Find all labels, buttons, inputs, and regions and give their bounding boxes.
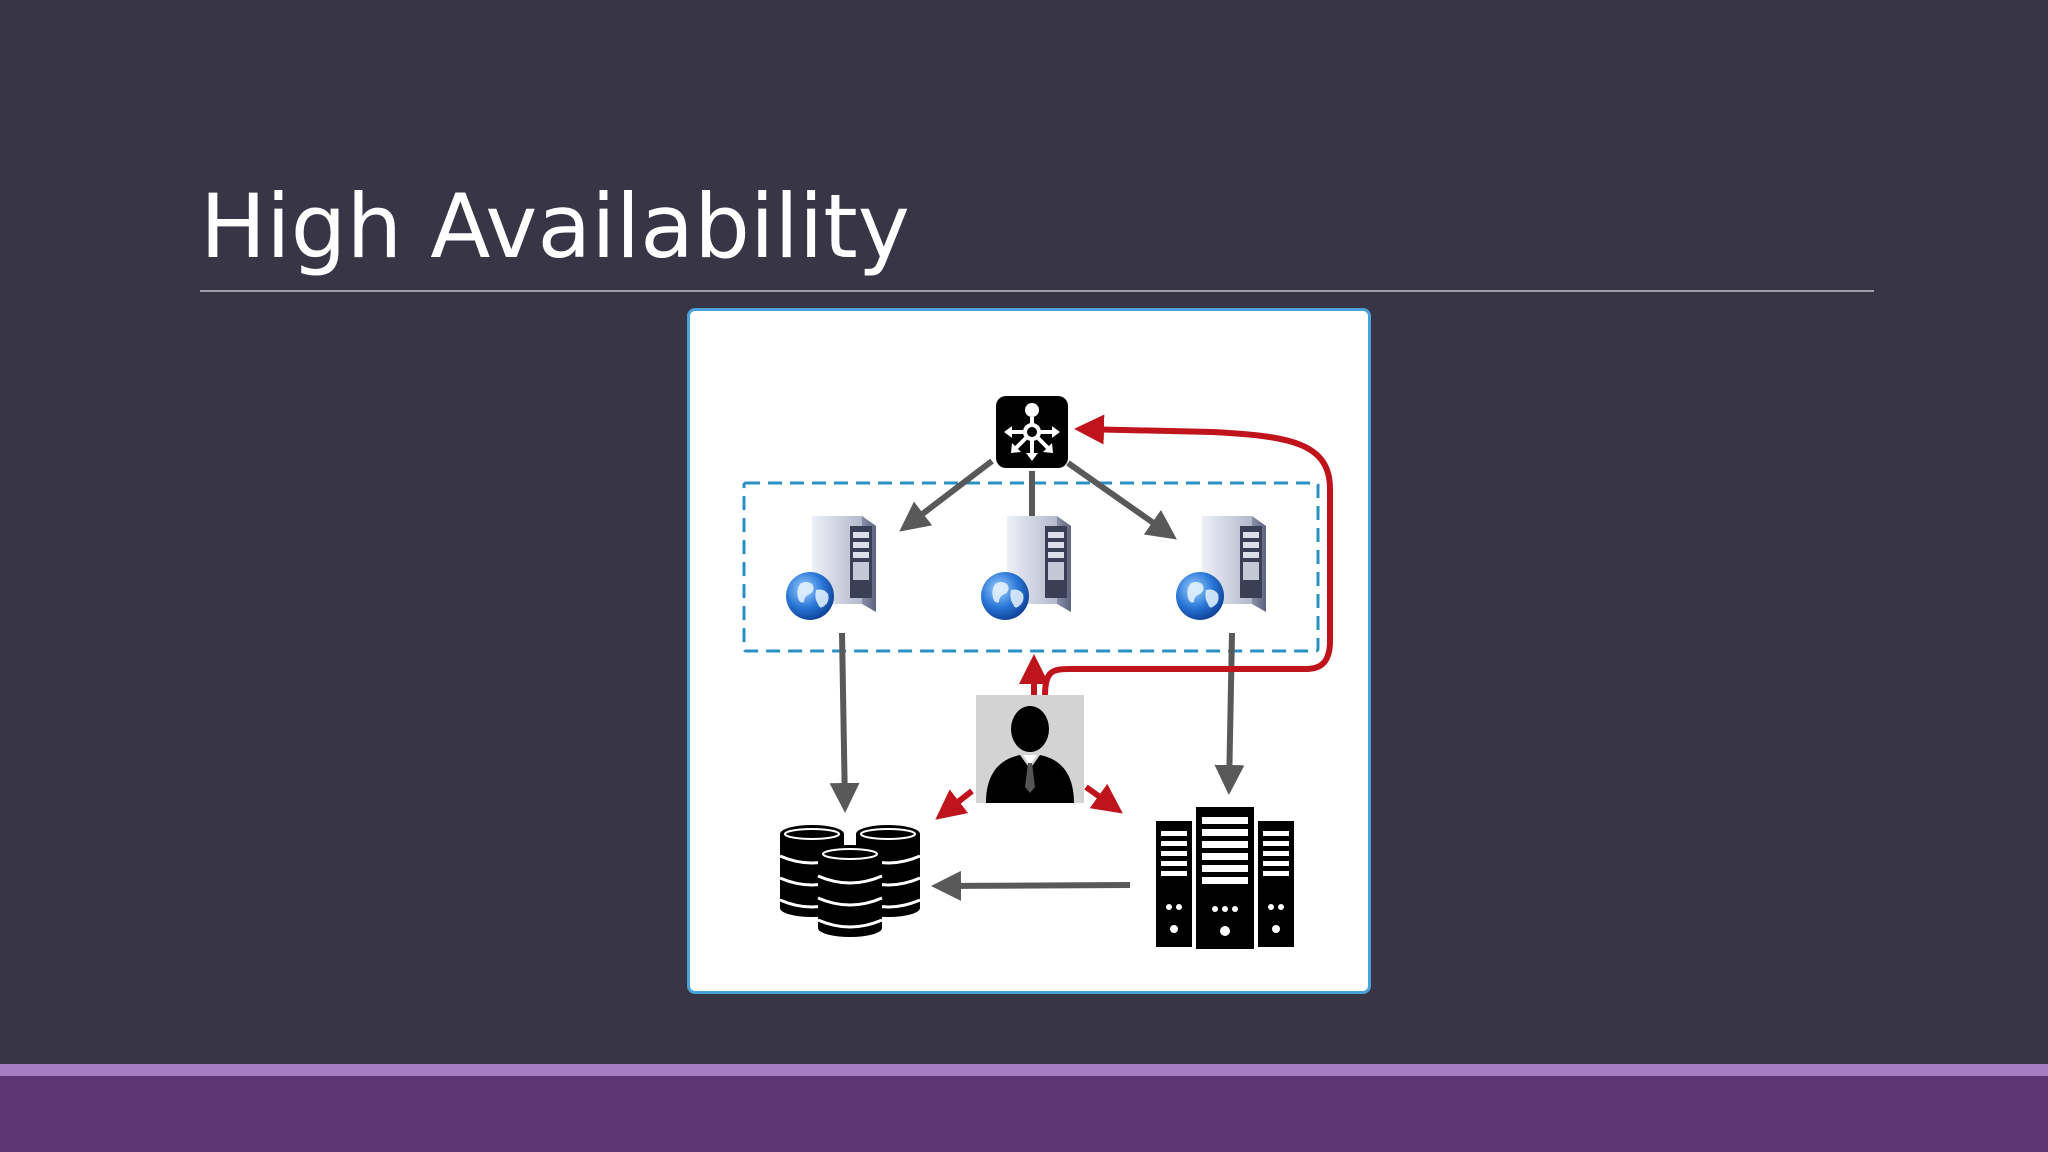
web-server-icon [981,516,1071,620]
user-icon [976,695,1084,803]
arrow-user-to-database [935,788,974,820]
slide-title: High Availability [200,175,910,278]
database-icon [778,823,922,939]
footer-bar [0,1076,2048,1152]
arrow-web-1-to-database [829,632,860,813]
diagram-canvas [742,396,1333,949]
arrow-lb-to-web-3 [1066,460,1177,540]
server-rack-icon [1156,807,1294,949]
arrow-user-to-load-balancer [1042,414,1333,697]
web-server-icon [1176,516,1266,620]
arrow-server-rack-to-database [931,870,1131,901]
title-divider [200,290,1874,292]
footer-accent-stripe [0,1064,2048,1076]
load-balancer-icon [996,396,1068,468]
arrow-lb-to-web-1 [899,458,994,532]
web-server-cluster-group [742,481,1320,653]
web-server-icon [786,516,876,620]
architecture-diagram [687,308,1371,994]
arrow-web-3-to-server-rack [1214,632,1245,795]
arrow-user-to-server-rack [1084,783,1123,814]
